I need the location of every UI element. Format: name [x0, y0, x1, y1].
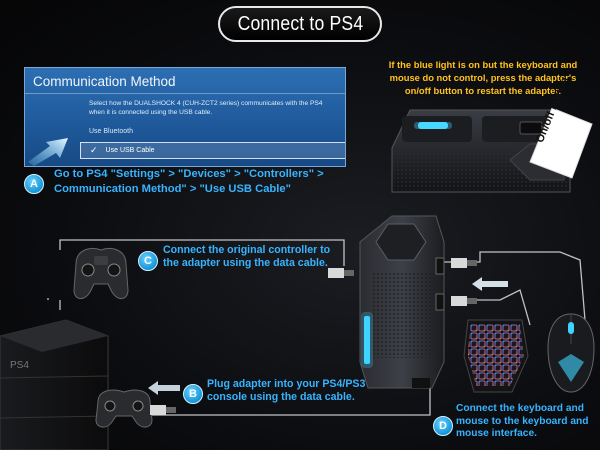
step-b-line1: Plug adapter into your PS4/PS3	[207, 378, 366, 390]
page-title-text: Connect to PS4	[237, 12, 363, 35]
step-a-line2: Communication Method" > "Use USB Cable"	[54, 183, 291, 195]
option-use-usb-cable[interactable]: ✓ Use USB Cable	[80, 142, 345, 159]
step-b-line2: console using the data cable.	[207, 390, 355, 403]
step-a-text: Go to PS4 "Settings" > "Devices" > "Cont…	[54, 167, 324, 197]
adapter-closeup-image	[391, 107, 593, 193]
step-c-badge: C	[138, 251, 158, 271]
step-c-line1: Connect the original controller to	[163, 244, 331, 256]
tip-line3: on/off button to restart the adapter.	[404, 85, 562, 96]
panel-divider	[25, 93, 345, 94]
restart-tip: If the blue light is on but the keyboard…	[372, 58, 594, 97]
usb-plug-icon-3	[451, 258, 477, 268]
usb-plug-icon-2	[150, 405, 176, 415]
mouse-image	[547, 313, 595, 393]
controller-top-image	[73, 248, 129, 299]
step-d-line3: mouse interface.	[456, 428, 537, 439]
usb-plug-icon	[328, 268, 354, 278]
option-use-usb-cable-label: Use USB Cable	[105, 147, 155, 154]
step-d-line2: mouse to the keyboard and	[456, 415, 589, 427]
controller-bottom-image	[95, 389, 153, 428]
usb-plug-icon-4	[451, 296, 477, 306]
tip-line2: mouse do not control, press the adapter'…	[389, 72, 577, 83]
checkmark-icon: ✓	[90, 145, 98, 155]
option-use-bluetooth[interactable]: Use Bluetooth	[89, 128, 133, 135]
tip-line1: If the blue light is on but the keyboard…	[388, 59, 578, 70]
step-c-text: Connect the original controller to the a…	[163, 244, 330, 269]
step-d-text: Connect the keyboard and mouse to the ke…	[456, 403, 588, 441]
step-b-text: Plug adapter into your PS4/PS3 console u…	[207, 378, 365, 403]
step-c-line2: the adapter using the data cable.	[163, 256, 328, 269]
step-a-line1: Go to PS4 "Settings" > "Devices" > "Cont…	[54, 168, 324, 180]
step-d-line1: Connect the keyboard and	[456, 403, 584, 414]
pointer-arrow-icon	[28, 138, 68, 166]
panel-description: Select how the DUALSHOCK 4 (CUH-ZCT2 ser…	[89, 100, 323, 116]
adapter-main-image	[359, 215, 445, 389]
ps4-console-image: PS4	[0, 319, 109, 450]
svg-text:PS4: PS4	[10, 360, 29, 371]
step-b-badge: B	[183, 384, 203, 404]
page-title: Connect to PS4	[218, 6, 382, 42]
left-arrow-icon-d	[472, 277, 508, 291]
step-d-badge: D	[433, 416, 453, 436]
left-arrow-icon-b	[148, 381, 180, 395]
step-a-badge: A	[24, 174, 44, 194]
communication-method-panel: Communication Method Select how the DUAL…	[24, 67, 346, 167]
keyboard-image	[463, 319, 529, 393]
panel-heading: Communication Method	[33, 74, 176, 89]
